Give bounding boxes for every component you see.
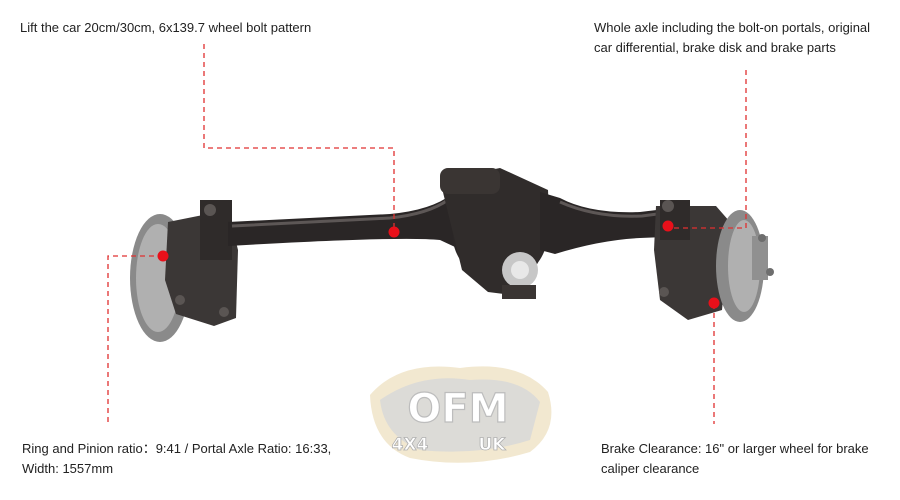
- logo-sub-right-text: UK: [479, 435, 507, 455]
- annotation-ratios-and-width: Ring and Pinion ratio：9:41 / Portal Axle…: [22, 439, 362, 479]
- marker-dot-right-portal: [662, 220, 674, 232]
- annotation-bottom-right-line-1: Brake Clearance: 16" or larger wheel for…: [601, 441, 869, 456]
- annotation-bottom-left-line-2: Width: 1557mm: [22, 461, 114, 476]
- annotation-bottom-left-line-1: Ring and Pinion ratio：9:41 / Portal Axle…: [22, 441, 332, 456]
- leader-line-bottom-left: [107, 255, 163, 424]
- logo-sub-left-text: 4X4: [392, 435, 429, 455]
- leader-lines: [107, 44, 747, 424]
- logo-main-text: OFM: [407, 386, 508, 432]
- axle-image: [130, 168, 774, 342]
- marker-dot-left-portal: [157, 250, 169, 262]
- annotation-top-right-line-2: car differential, brake disk and brake p…: [594, 40, 836, 55]
- annotation-lift-and-bolt-pattern: Lift the car 20cm/30cm, 6x139.7 wheel bo…: [20, 18, 380, 38]
- annotation-brake-clearance: Brake Clearance: 16" or larger wheel for…: [601, 439, 896, 479]
- marker-dots: [157, 220, 720, 309]
- annotation-top-left-text: Lift the car 20cm/30cm, 6x139.7 wheel bo…: [20, 20, 312, 35]
- leader-line-top-right: [668, 70, 747, 229]
- annotation-top-right-line-1: Whole axle including the bolt-on portals…: [594, 20, 871, 35]
- ofm-logo-watermark: OFM 4X4 UK: [370, 366, 552, 463]
- leader-line-top-left: [203, 44, 395, 232]
- annotation-bottom-right-line-2: caliper clearance: [601, 461, 700, 476]
- marker-dot-right-brake: [708, 297, 720, 309]
- marker-dot-axle-tube: [388, 226, 400, 238]
- annotation-whole-axle-contents: Whole axle including the bolt-on portals…: [594, 18, 894, 58]
